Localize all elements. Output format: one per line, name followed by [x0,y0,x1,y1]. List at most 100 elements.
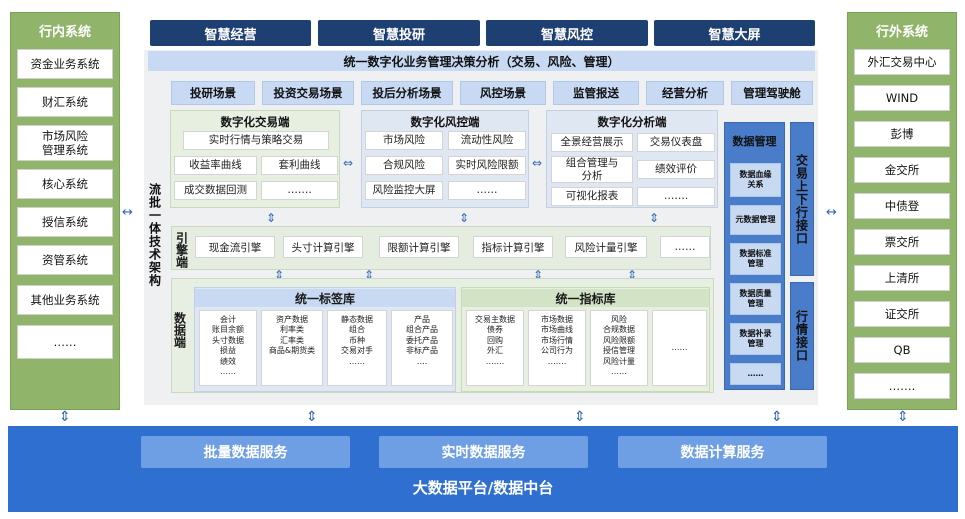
data-item: 资产数据 [276,315,308,324]
terminal-title: 数字化分析端 [597,115,667,129]
engine-more: …… [660,236,710,258]
data-item: 委托产品 [406,335,438,345]
data-item: 会计 [220,315,236,324]
header-smart-risk: 智慧风控 [486,20,648,46]
data-item: 组合产品 [406,325,438,335]
stream-batch-architecture-label: 流批一体技术架构 [147,183,162,287]
unified-indicator-library: 统一指标库 交易主数据 债券 回购 外汇 ……. 市场数据 市场曲线 市场行情 … [461,287,710,392]
system-item: 上清所 [854,265,950,291]
quote-interface: 行情接口 [790,282,814,390]
scene-business-analysis: 经营分析 [646,81,724,105]
terminal-cell: 市场风险 [365,131,443,150]
vertical-arrow-icon: ⇕ [459,211,470,225]
engine-risk-measure: 风险计量引擎 [565,236,647,258]
terminal-cell: 流动性风险 [448,131,526,150]
data-box: …… [652,310,707,386]
data-item: 交易主数据 [475,315,515,324]
engine-position: 头寸计算引擎 [283,236,363,258]
scene-regulatory: 监管报送 [553,81,639,105]
terminal-cell: ……. [261,181,338,200]
data-item: 汇率类 [280,335,304,345]
data-item: ……. [485,356,505,366]
vertical-arrow-icon: ⇕ [274,268,285,282]
digital-analysis-terminal: 数字化分析端 全景经营展示 交易仪表盘 组合管理与 分析 绩效评价 可视化报表 … [546,110,718,208]
data-management-title: 数据管理 [732,135,777,148]
system-item: ……. [854,373,950,399]
system-item: QB [854,337,950,363]
data-item: 市场曲线 [541,325,573,335]
data-layer-label: 数据端 [172,312,187,348]
terminal-cell: 绩效评价 [637,160,715,179]
digital-risk-terminal: 数字化风控端 市场风险 流动性风险 合规风险 实时风险限额 风险监控大屏 …… [361,110,529,208]
system-item: 资金业务系统 [17,49,113,79]
data-item: …… [611,366,627,376]
batch-data-service: 批量数据服务 [141,436,350,468]
data-item: 损益 [220,346,236,356]
system-item: WIND [854,85,950,111]
terminal-title: 数字化交易端 [220,115,290,129]
system-item: 授信系统 [17,207,113,237]
data-item: 利率类 [280,325,304,335]
system-item: 彭博 [854,121,950,147]
data-item: …… [349,356,365,366]
vertical-arrow-icon: ⇕ [649,211,660,225]
vertical-arrow-icon: ⇕ [627,268,638,282]
internal-systems-panel: 行内系统 资金业务系统 财汇系统 市场风险 管理系统 核心系统 授信系统 资管系… [10,12,120,410]
external-systems-title: 行外系统 [875,24,928,40]
scene-trading: 投资交易场景 [262,81,354,105]
system-item: 核心系统 [17,169,113,199]
data-box: 风险 合规数据 风险限额 授信管理 风险计量 …… [590,310,648,386]
terminal-cell: 交易仪表盘 [637,133,715,152]
header-smart-research: 智慧投研 [318,20,480,46]
data-item: 币种 [349,335,365,345]
system-item: 市场风险 管理系统 [17,125,113,161]
data-item: …… [220,366,236,376]
terminal-cell: 可视化报表 [551,187,633,206]
vertical-arrow-icon: ⇕ [533,268,544,282]
realtime-data-service: 实时数据服务 [379,436,588,468]
platform-title: 大数据平台/数据中台 [412,478,554,497]
data-item: 市场数据 [541,315,573,324]
terminal-cell: 全景经营展示 [551,133,633,152]
data-item: 商品&期货类 [268,346,316,356]
terminal-cell: …… [448,181,526,200]
terminal-cell: 收益率曲线 [174,156,257,175]
data-item: 风险限额 [603,335,635,345]
terminal-cell: 风险监控大屏 [365,181,443,200]
scene-research: 投研场景 [171,81,255,105]
bidirectional-arrow-icon: ⇔ [532,156,543,170]
vertical-arrow-icon: ⇕ [897,409,909,425]
system-item: 金交所 [854,157,950,183]
data-item: …. [416,356,428,366]
engine-limit: 限额计算引擎 [379,236,459,258]
data-item: 公司行为 [541,346,573,356]
terminal-cell: 合规风险 [365,156,443,175]
data-item: 风险计量 [603,356,635,366]
data-item: …… [671,342,688,352]
data-item: 市场行情 [541,335,573,345]
data-box: 会计 账目余额 头寸数据 损益 绩效 …… [199,310,257,386]
quote-interface-label: 行情接口 [794,310,809,362]
terminal-cell: 实时行情与策略交易 [183,131,329,150]
data-item: 风险 [611,315,627,324]
engine-cashflow: 现金流引擎 [195,236,275,258]
system-item: 证交所 [854,301,950,327]
data-item: 头寸数据 [212,335,244,345]
data-supplement-cell: 数据补录 管理 [730,323,781,355]
decision-analysis-banner: 统一数字化业务管理决策分析（交易、风险、管理） [148,51,815,71]
trade-interface-label: 交易上下行接口 [794,153,809,245]
data-item: 产品 [414,315,430,324]
terminal-cell: ……. [637,187,715,206]
bidirectional-arrow-icon: ↔ [826,205,837,220]
terminal-cell: 实时风险限额 [448,156,526,175]
data-item: 合规数据 [603,325,635,335]
data-item: 组合 [349,325,365,335]
data-box: 交易主数据 债券 回购 外汇 ……. [466,310,524,386]
data-item: 账目余额 [212,325,244,335]
data-item: 授信管理 [603,346,635,356]
data-item: 绩效 [220,356,236,366]
data-box: 静态数据 组合 币种 交易对手 …… [327,310,387,386]
terminal-cell: 套利曲线 [261,156,338,175]
data-quality-cell: 数据质量 管理 [730,283,781,315]
internal-systems-title: 行内系统 [38,24,91,40]
